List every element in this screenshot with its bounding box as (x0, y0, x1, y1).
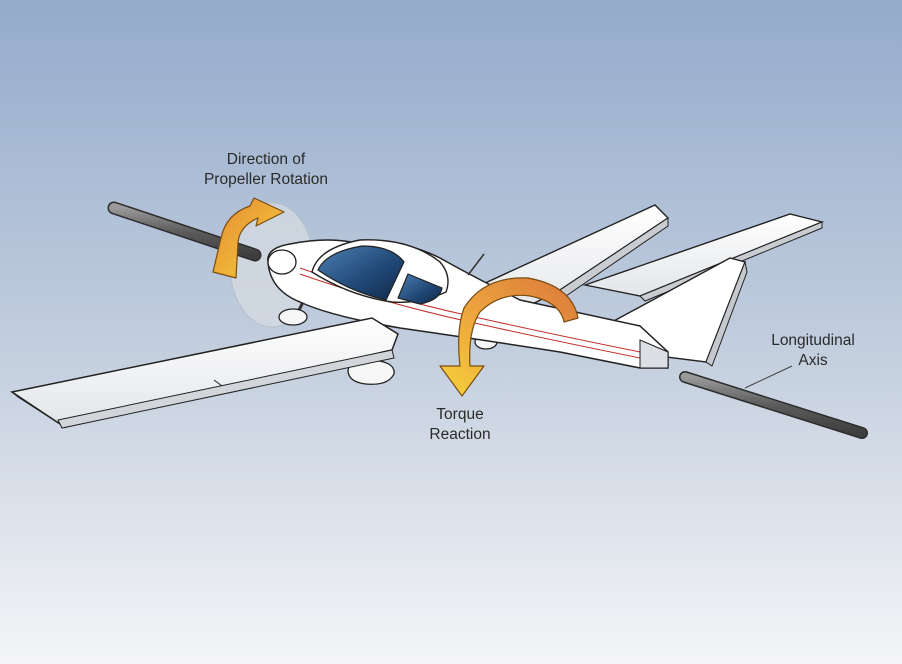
propeller-rotation-label-line2: Propeller Rotation (203, 171, 329, 188)
left-wing (10, 317, 399, 429)
torque-reaction-arrow-icon (439, 277, 579, 397)
canopy (311, 239, 485, 305)
longitudinal-axis-leader-line (744, 365, 793, 389)
torque-reaction-label: Torque Reaction (429, 405, 490, 445)
longitudinal-axis-rod-rear (679, 371, 868, 439)
longitudinal-axis-label-line2: Axis (798, 352, 828, 369)
longitudinal-axis-label: Longitudinal Axis (771, 331, 855, 371)
propeller-rotation-arrow-icon (212, 197, 285, 279)
propeller-rotation-label: Direction of Propeller Rotation (204, 150, 328, 190)
propeller-spinner (267, 249, 297, 275)
propeller-rotation-label-line1: Direction of (226, 151, 306, 168)
torque-reaction-label-line1: Torque (436, 406, 484, 423)
torque-reaction-label-line2: Reaction (429, 426, 491, 443)
longitudinal-axis-label-line1: Longitudinal (771, 332, 855, 349)
